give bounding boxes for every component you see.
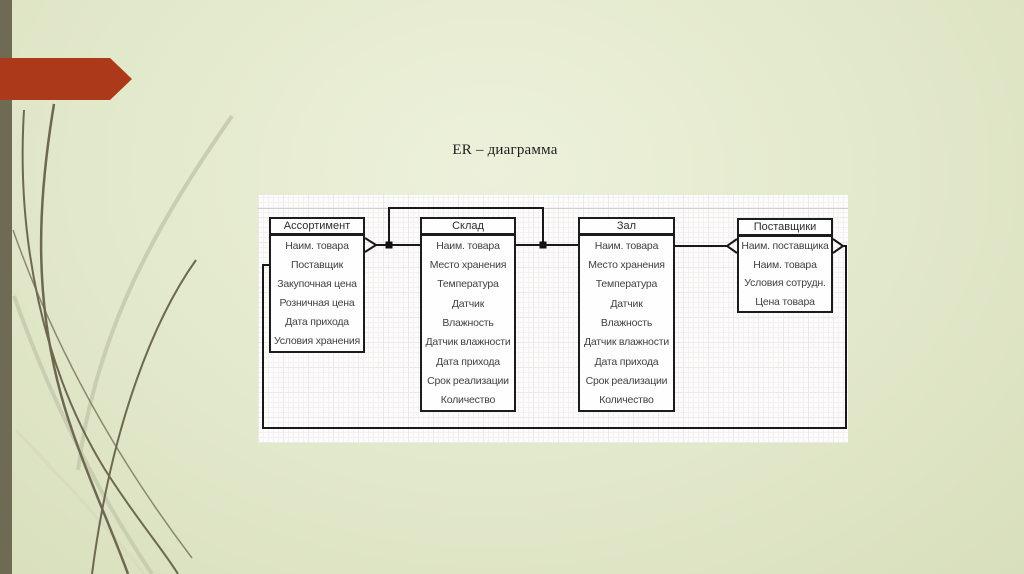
arrow-shape [0,58,132,100]
stem-curve [21,109,179,574]
entity-title: Склад [422,219,514,236]
attribute-row: Температура [437,278,499,291]
stem-curve [14,428,146,574]
attribute-row: Место хранения [588,258,665,271]
attribute-row: Наим. товара [594,239,659,252]
entity-title: Зал [580,219,673,236]
attribute-row: Дата прихода [436,355,500,368]
canvas-grid-line [258,208,848,209]
attribute-row: Дата прихода [285,316,349,329]
attribute-row: Наим. товара [436,239,500,252]
attribute-row: Розничная цена [279,297,355,310]
attribute-row: Наим. товара [285,239,349,252]
red-arrow-decoration [0,58,132,100]
attribute-row: Датчик влажности [425,336,511,349]
stem-curve [39,103,130,574]
attribute-row: Количество [440,394,496,407]
page-title: ER – диаграмма [452,142,558,158]
entity-title: Ассортимент [271,219,363,236]
stem-curve [12,295,154,574]
attribute-row: Место хранения [429,258,507,271]
attribute-row: Срок реализации [427,374,509,387]
entity-suppliers: Поставщики Наим. поставщика Наим. товара… [737,218,833,313]
attribute-row: Закупочная цена [277,277,357,290]
attribute-row: Количество [599,394,654,407]
attribute-row: Условия хранения [273,335,361,348]
entity-attribute-list: Наим. товара Поставщик Закупочная цена Р… [271,236,363,351]
attribute-row: Срок реализации [585,374,668,387]
attribute-row: Наим. поставщика [741,240,829,253]
entity-title: Поставщики [739,220,831,237]
attribute-row: Влажность [442,316,494,329]
attribute-row: Цена товара [755,295,815,308]
attribute-row: Датчик [610,297,643,310]
attribute-row: Влажность [600,316,653,329]
entity-assortment: Ассортимент Наим. товара Поставщик Закуп… [269,217,365,353]
entity-hall: Зал Наим. товара Место хранения Температ… [578,217,675,412]
entity-attribute-list: Наим. товара Место хранения Температура … [580,236,673,410]
entity-attribute-list: Наим. поставщика Наим. товара Условия со… [739,237,831,311]
attribute-row: Датчик [451,297,485,310]
attribute-row: Дата прихода [594,355,659,368]
stem-curve [12,229,193,559]
attribute-row: Температура [595,278,658,291]
stem-curve [76,114,234,471]
attribute-row: Датчик влажности [583,336,670,349]
entity-warehouse: Склад Наим. товара Место хранения Темпер… [420,217,516,412]
entity-attribute-list: Наим. товара Место хранения Температура … [422,236,514,410]
left-olive-bar [0,0,12,574]
attribute-row: Поставщик [290,258,344,271]
attribute-row: Наим. товара [753,258,817,271]
stem-curve [91,259,197,574]
attribute-row: Условия сотрудн. [744,277,826,290]
